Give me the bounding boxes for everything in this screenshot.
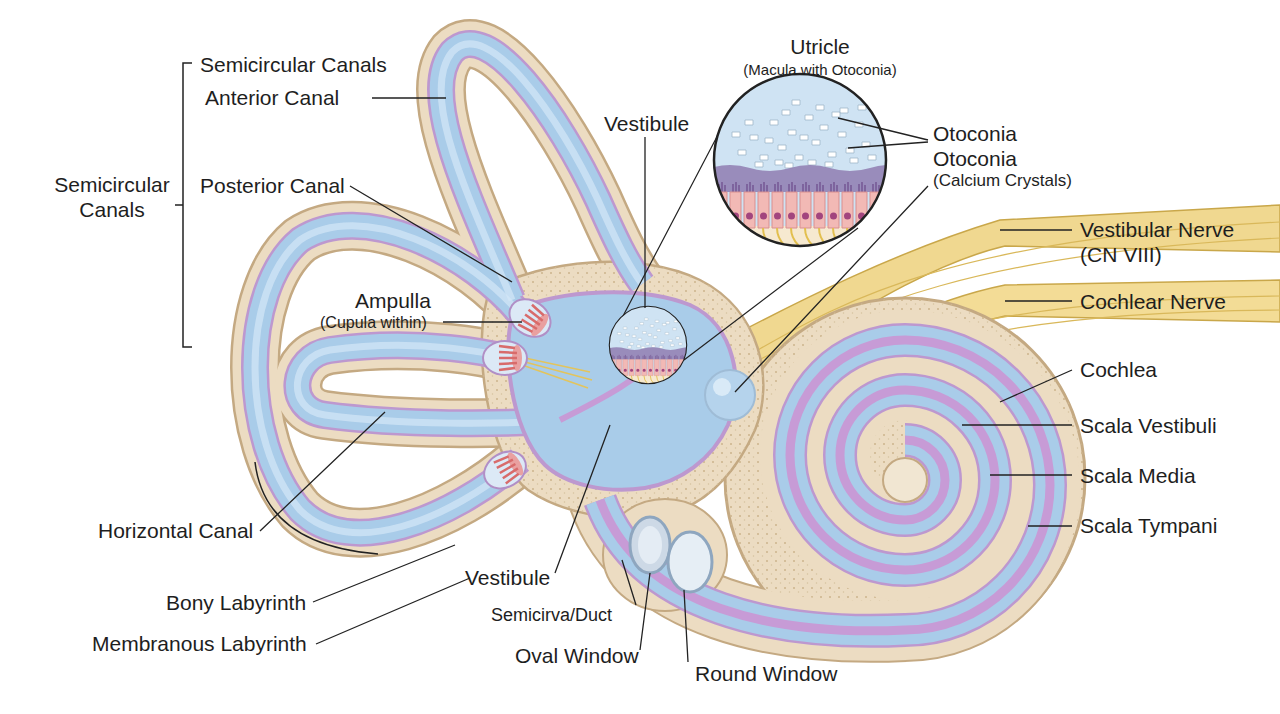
part-label: (Calcium Crystals) [933,171,1072,191]
part-label: Vestibular Nerve (CN VIII) [1080,217,1255,267]
oval-window-membrane [638,526,662,564]
ampullary-nerve [525,358,592,388]
part-label: Membranous Labyrinth [92,631,307,656]
part-label: Oval Window [515,643,639,668]
part-label: Anterior Canal [205,85,339,110]
part-label: Scala Tympani [1080,513,1217,538]
part-label: Semicircular Canals [47,172,177,222]
round-window [668,532,712,592]
part-label: (Macula with Otoconia) [690,61,950,79]
part-label: Utricle [690,34,950,59]
curved-bracket [255,462,378,554]
canal-highlight [441,44,642,300]
macula-detail-large [710,70,910,256]
part-label: Bony Labyrinth [166,590,306,615]
macula-detail-small [608,305,698,389]
part-label: Horizontal Canal [98,518,253,543]
part-label: Semicirva/Duct [491,605,612,627]
part-label: Vestibule [604,111,689,136]
vestibule-bone [482,262,764,519]
ampulla [477,444,532,495]
part-label: Otoconia [933,121,1017,146]
group-bracket [175,63,192,347]
part-label: Posterior Canal [200,173,345,198]
part-label: Cochlear Nerve [1080,289,1226,314]
saccule-highlight [713,378,731,396]
ampulla [483,341,527,375]
part-label: Scala Vestibuli [1080,413,1217,438]
ampulla [502,291,558,344]
modiolus [883,458,927,502]
part-label: Round Window [695,661,837,686]
part-label: Otoconia [933,146,1017,171]
saccule [705,370,755,420]
part-label: Cochlea [1080,357,1157,382]
leader-line [260,98,1072,662]
part-label: Semicircular Canals [200,52,387,77]
part-label: Vestibule [465,565,550,590]
bone-texture [482,262,764,519]
part-label: Ampulla [355,288,431,313]
oval-window [630,517,670,573]
part-label: (Cupula within) [320,313,427,332]
part-label: Scala Media [1080,463,1196,488]
